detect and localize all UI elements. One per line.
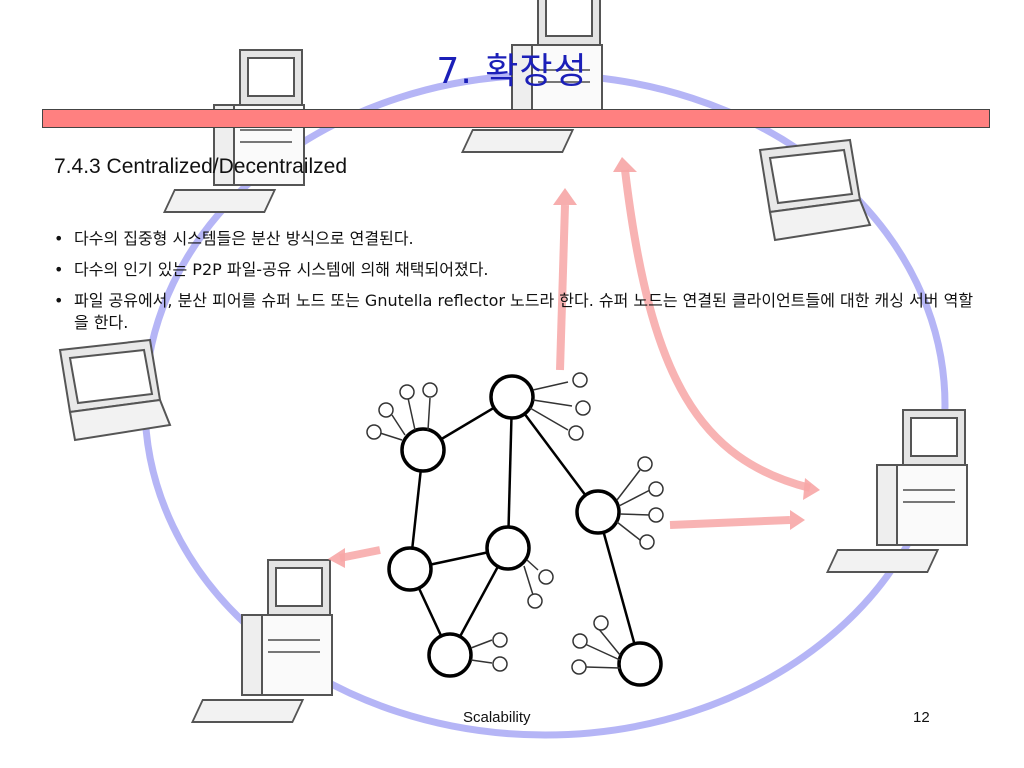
footer-label: Scalability bbox=[463, 709, 531, 726]
laptop-computer-icon bbox=[59, 339, 171, 441]
super-node bbox=[427, 632, 473, 678]
super-node bbox=[575, 489, 621, 535]
super-node bbox=[387, 546, 433, 592]
super-node bbox=[617, 641, 663, 687]
super-node bbox=[485, 525, 531, 571]
bullet-item: 파일 공유에서, 분산 피어를 슈퍼 노드 또는 Gnutella reflec… bbox=[52, 290, 982, 334]
section-heading: 7.4.3 Centralized/Decentrailzed bbox=[54, 155, 347, 178]
super-node bbox=[489, 374, 535, 420]
title-underline-bar bbox=[42, 109, 990, 128]
leaf-clients bbox=[366, 372, 664, 675]
slide-title: 7. 확장성 bbox=[436, 51, 588, 92]
laptop-computer-icon bbox=[759, 139, 871, 241]
super-node bbox=[400, 427, 446, 473]
bullet-item: 다수의 집중형 시스템들은 분산 방식으로 연결된다. bbox=[52, 228, 982, 250]
desktop-computer-icon bbox=[826, 409, 968, 573]
bullet-item: 다수의 인기 있는 P2P 파일-공유 시스템에 의해 채택되어졌다. bbox=[52, 259, 982, 281]
page-number: 12 bbox=[913, 709, 930, 726]
bullet-list: 다수의 집중형 시스템들은 분산 방식으로 연결된다. 다수의 인기 있는 P2… bbox=[52, 228, 982, 343]
